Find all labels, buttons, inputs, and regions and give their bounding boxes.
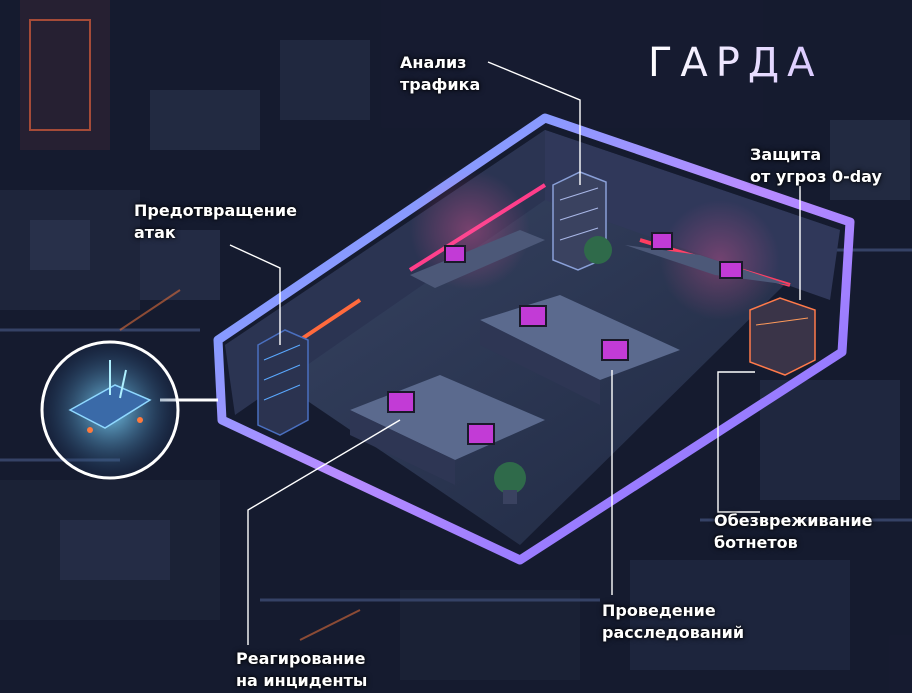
label-investigations: Проведение расследований bbox=[602, 600, 744, 644]
logo-text: ГАРДА bbox=[648, 40, 823, 86]
plant-front bbox=[494, 462, 526, 504]
label-incident-response: Реагирование на инциденты bbox=[236, 648, 367, 692]
label-prevent-line2: атак bbox=[134, 223, 176, 242]
chip-magnifier bbox=[40, 340, 218, 480]
desk-back-left bbox=[410, 230, 545, 288]
line-prevent bbox=[229, 244, 281, 345]
label-traffic-analysis: Анализ трафика bbox=[400, 52, 480, 96]
label-botnet-line1: Обезвреживание bbox=[714, 511, 873, 530]
label-prevent-line1: Предотвращение bbox=[134, 201, 297, 220]
line-traffic bbox=[487, 61, 581, 185]
line-incident bbox=[247, 419, 401, 645]
label-attack-prevention: Предотвращение атак bbox=[134, 200, 297, 244]
monitors bbox=[387, 232, 743, 445]
label-traffic-line1: Анализ bbox=[400, 53, 467, 72]
label-zeroday-protection: Защита от угроз 0-day bbox=[750, 144, 882, 188]
label-invest-line2: расследований bbox=[602, 623, 745, 642]
server-rack-right bbox=[749, 297, 816, 376]
desk-back-right bbox=[625, 245, 790, 285]
label-botnet-neutralization: Обезвреживание ботнетов bbox=[714, 510, 873, 554]
label-incident-line1: Реагирование bbox=[236, 649, 366, 668]
glowing-wall-frame bbox=[213, 113, 855, 565]
label-traffic-line2: трафика bbox=[400, 75, 481, 94]
label-botnet-line2: ботнетов bbox=[714, 533, 798, 552]
neon-strip-left bbox=[298, 298, 362, 342]
garda-logo: ГАРДА bbox=[648, 40, 823, 86]
label-incident-line2: на инциденты bbox=[236, 671, 368, 690]
callout-lines bbox=[229, 61, 801, 645]
plant-back bbox=[584, 236, 612, 264]
label-zeroday-line2: от угроз 0-day bbox=[750, 167, 882, 186]
label-invest-line1: Проведение bbox=[602, 601, 716, 620]
line-botnet bbox=[717, 371, 760, 513]
label-zeroday-line1: Защита bbox=[750, 145, 822, 164]
server-rack-left bbox=[257, 329, 309, 436]
